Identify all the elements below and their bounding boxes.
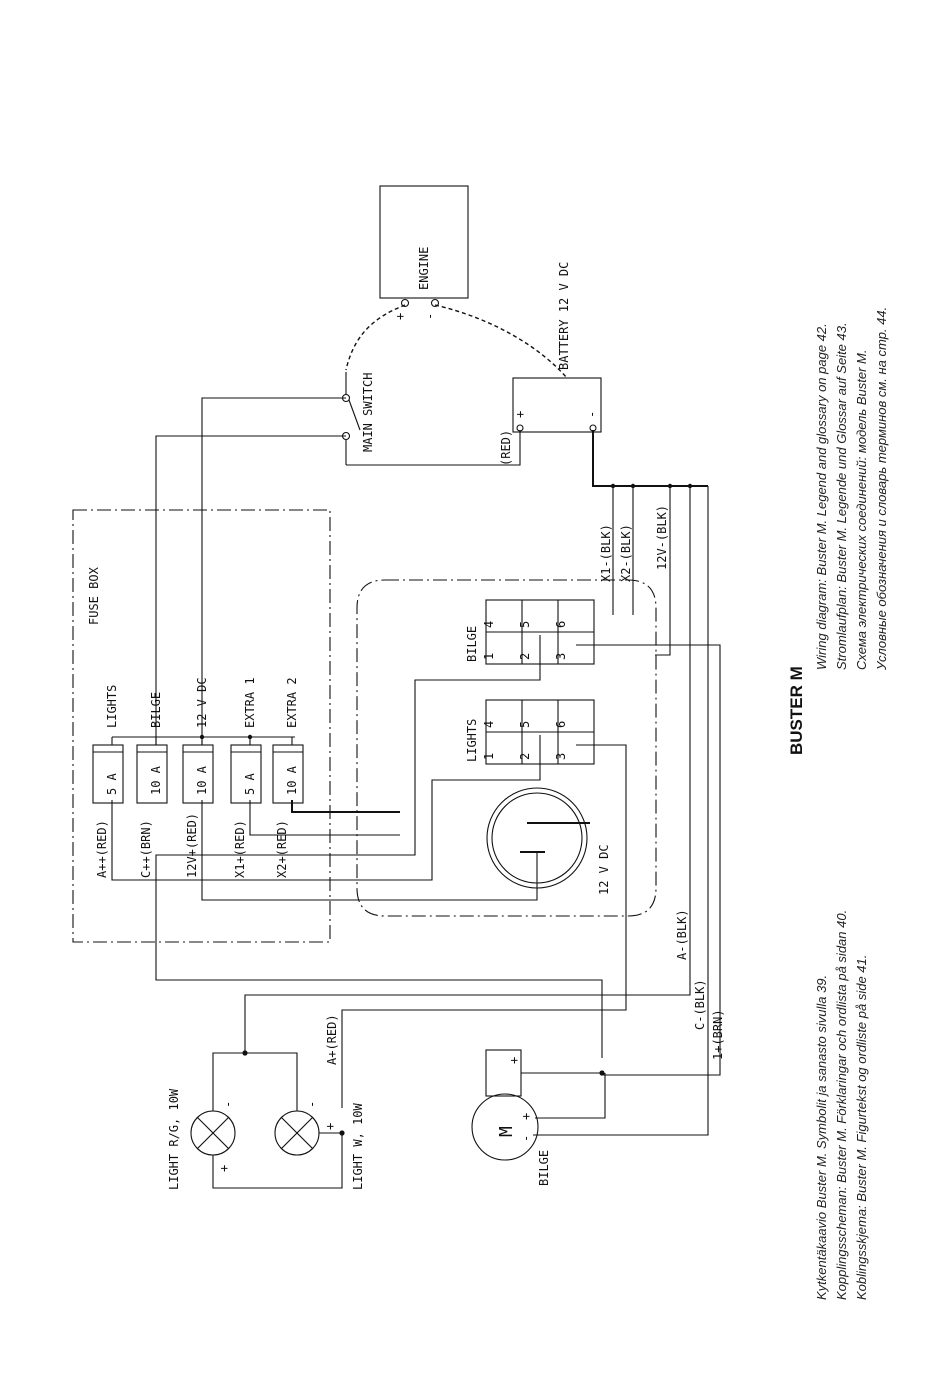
fuse-x1-wire	[249, 800, 400, 836]
caption-ru-2: Условные обозначения и словарь терминов …	[874, 307, 889, 671]
wire-a-minus-label: A-(BLK)	[675, 909, 689, 960]
switch-lights[interactable]: 4 5 6 1 2 3 LIGHTS	[465, 699, 595, 765]
wire-12v-label: 12V-(BLK)	[655, 505, 669, 570]
switch-pin: 2	[518, 753, 532, 760]
main-switch-feed-wire-2	[201, 397, 346, 750]
switch-pin: 3	[554, 653, 568, 660]
battery: + - BATTERY 12 V DC (RED)	[499, 262, 602, 466]
fuse-rating: 5 A	[243, 773, 257, 795]
engine-minus-cable	[434, 304, 594, 421]
switch-bilge[interactable]: 4 5 6 1 2 3 BILGE	[465, 599, 595, 665]
wire-a-plus-label: A+(RED)	[325, 1014, 339, 1065]
caption-fi: Kytkentäkaavio Buster M. Symbolit ja san…	[814, 975, 829, 1300]
engine-minus-sign: -	[423, 313, 437, 320]
switch-pin: 6	[554, 621, 568, 628]
fuse-0: LIGHTS 5 A A++(RED)	[92, 685, 124, 878]
socket-12v: 12 V DC	[486, 787, 611, 895]
main-switch-feed-wire	[155, 435, 346, 750]
switch-pin: 5	[518, 721, 532, 728]
motor-plus: +	[519, 1113, 533, 1120]
caption-no: Koblingsskjema: Buster M. Figurtekst og …	[854, 955, 869, 1300]
bilge-pump: + M + - BILGE	[471, 1049, 606, 1186]
fuse-box-label: FUSE BOX	[87, 566, 101, 625]
switch-pin: 6	[554, 721, 568, 728]
engine-plus-sign: +	[393, 313, 407, 320]
motor-label: M	[496, 1126, 517, 1137]
fuse-label: 12 V DC	[195, 677, 209, 728]
page-title: BUSTER M	[787, 666, 806, 755]
socket-feed-wire	[201, 800, 538, 901]
light-w: LIGHT W, 10W - +	[274, 1101, 365, 1190]
switch-pin: 3	[554, 753, 568, 760]
switch-pin: 1	[482, 653, 496, 660]
fuse-wire-label: X2+(RED)	[275, 820, 289, 878]
fuse-rating: 10 A	[195, 765, 209, 795]
switch-pin: 5	[518, 621, 532, 628]
fuse-rating: 5 A	[105, 773, 119, 795]
wire-x1-label: X1-(BLK)	[599, 524, 613, 582]
bilge-switch-to-fuse	[155, 635, 603, 1058]
battery-red-label: (RED)	[499, 430, 513, 466]
wire-1-plus-label: 1+(BRN)	[711, 1009, 725, 1060]
light-w-minus: -	[305, 1101, 319, 1108]
caption-ru-1: Схема электрических соединений: модель B…	[854, 350, 869, 670]
wire-c-minus-label: C-(BLK)	[693, 979, 707, 1030]
fuse-1: BILGE 10 A C++(BRN)	[136, 692, 168, 878]
engine-plus-cable	[345, 304, 406, 371]
engine-label: ENGINE	[417, 247, 431, 290]
light-rg: LIGHT R/G, 10W - +	[167, 1050, 343, 1190]
battery-plus-sign: +	[513, 411, 527, 418]
c-ground-wire	[533, 486, 709, 1136]
fuse-label: BILGE	[149, 692, 163, 728]
bilge-pump-output-wire	[576, 644, 721, 1076]
switch-label: BILGE	[465, 626, 479, 662]
switch-label: LIGHTS	[465, 719, 479, 762]
main-switch: MAIN SWITCH	[341, 372, 375, 465]
fuse-label: LIGHTS	[105, 685, 119, 728]
fuse-label: EXTRA 2	[285, 677, 299, 728]
wire-x2-label: X2-(BLK)	[619, 524, 633, 582]
ground-bus	[592, 430, 708, 487]
switch-pin: 2	[518, 653, 532, 660]
a-ground-wire	[244, 486, 691, 1053]
light-w-label: LIGHT W, 10W	[351, 1103, 365, 1190]
fuse-wire-label: X1+(RED)	[233, 820, 247, 878]
fuse-3: EXTRA 1 5 A X1+(RED)	[230, 677, 262, 878]
caption-en: Wiring diagram: Buster M. Legend and glo…	[814, 323, 829, 670]
caption-sv: Kopplingsscheman: Buster M. Förklaringar…	[834, 910, 849, 1300]
fuse-4: EXTRA 2 10 A X2+(RED)	[272, 677, 304, 878]
fuse-2: 12 V DC 10 A 12V+(RED)	[182, 677, 214, 878]
battery-minus-sign: -	[585, 411, 599, 418]
lights-output-wire	[341, 744, 627, 1108]
fuse-label: EXTRA 1	[243, 677, 257, 728]
battery-to-switch-wire	[346, 430, 521, 466]
battery-label: BATTERY 12 V DC	[557, 262, 571, 370]
engine: ENGINE + -	[379, 185, 469, 320]
switch-pin: 1	[482, 753, 496, 760]
light-rg-plus: +	[217, 1165, 231, 1172]
light-rg-label: LIGHT R/G, 10W	[167, 1088, 181, 1190]
fuse-rating: 10 A	[285, 765, 299, 795]
light-w-plus: +	[323, 1123, 337, 1130]
socket-label: 12 V DC	[597, 844, 611, 895]
v12-ground-wire	[655, 486, 671, 656]
fuse-rating: 10 A	[149, 765, 163, 795]
fuse-box: FUSE BOX LIGHTS 5 A A++(RED) BILGE 10 A C++(B…	[72, 509, 331, 943]
light-rg-minus: -	[221, 1101, 235, 1108]
bilge-box-plus: +	[507, 1057, 521, 1064]
motor-minus: -	[519, 1135, 533, 1142]
fuse-x2-wire	[291, 800, 400, 813]
fuse-wire-label: C++(BRN)	[139, 820, 153, 878]
switch-panel	[356, 579, 657, 917]
lights-switch-to-fuse	[111, 735, 541, 881]
fuse-wire-label: 12V+(RED)	[185, 813, 199, 878]
main-switch-label: MAIN SWITCH	[361, 373, 375, 452]
caption-de: Stromlaufplan: Buster M. Legende und Glo…	[834, 322, 849, 670]
bilge-pump-label: BILGE	[537, 1150, 551, 1186]
switch-pin: 4	[482, 621, 496, 628]
fuse-wire-label: A++(RED)	[95, 820, 109, 878]
switch-pin: 4	[482, 721, 496, 728]
